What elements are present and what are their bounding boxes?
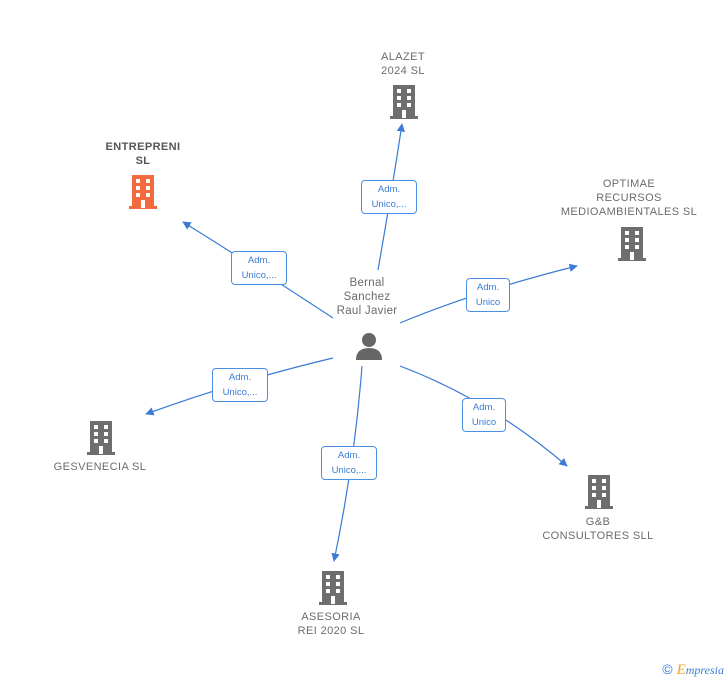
edge-label-gb[interactable]: Adm. Unico (462, 398, 506, 432)
building-icon[interactable] (86, 420, 116, 455)
person-icon[interactable] (354, 331, 384, 361)
center-person-name[interactable]: Bernal Sanchez Raul Javier (336, 277, 398, 317)
building-icon[interactable] (318, 570, 348, 605)
edge-label-gesvenecia[interactable]: Adm. Unico,... (212, 368, 268, 402)
company-label-alazet[interactable]: ALAZET 2024 SL (381, 51, 425, 77)
company-label-optimae[interactable]: OPTIMAE RECURSOS MEDIOAMBIENTALES SL (560, 178, 698, 218)
brand-logo-initial: E (676, 662, 686, 678)
copyright-symbol: © (662, 661, 673, 677)
company-label-asesoria[interactable]: ASESORIA REI 2020 SL (297, 611, 365, 637)
building-icon[interactable] (617, 226, 647, 261)
building-icon[interactable] (584, 474, 614, 509)
building-icon[interactable] (389, 84, 419, 119)
company-label-gb[interactable]: G&B CONSULTORES SLL (542, 516, 654, 542)
brand-footer[interactable]: ©Empresia (662, 661, 724, 679)
brand-logo-text: mpresia (685, 663, 724, 677)
edge-label-optimae[interactable]: Adm. Unico (466, 278, 510, 312)
company-label-entrepreni[interactable]: ENTREPRENI SL (105, 141, 181, 167)
company-label-gesvenecia[interactable]: GESVENECIA SL (53, 461, 147, 473)
edge-label-alazet[interactable]: Adm. Unico,... (361, 180, 417, 214)
edge-label-entrepreni[interactable]: Adm. Unico,... (231, 251, 287, 285)
building-icon[interactable] (128, 174, 158, 209)
edge-label-asesoria[interactable]: Adm. Unico,... (321, 446, 377, 480)
